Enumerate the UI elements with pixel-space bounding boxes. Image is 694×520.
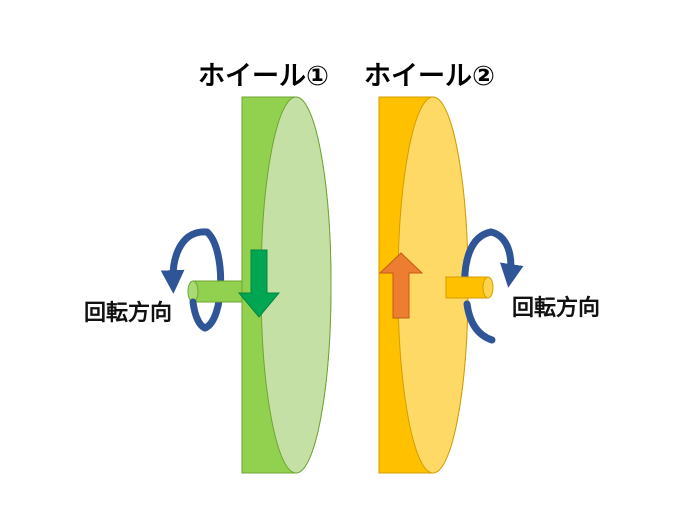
clockwise-arrow-icon [487, 228, 524, 288]
wheel-1-axle [187, 280, 244, 303]
wheel-1: ホイール① 回転方向 [84, 61, 332, 474]
wheel-1-rotation-label: 回転方向 [84, 300, 172, 326]
counterclockwise-arrow-icon [160, 228, 211, 294]
wheel-2-rotation-arc-front [463, 300, 496, 344]
wheel-1-title: ホイール① [198, 61, 329, 92]
wheel-2-title: ホイール② [364, 61, 495, 92]
up-arrow-icon [378, 252, 424, 319]
wheel-2-rotation-label: 回転方向 [512, 295, 600, 321]
down-arrow-icon [237, 249, 281, 318]
wheel-2: ホイール② 回転方向 [364, 61, 600, 474]
wheel-1-rotation-arc-front [189, 298, 209, 332]
wheel-1-disc [241, 96, 332, 474]
wheel-2-disc [378, 96, 469, 474]
wheel-1-rotation-arc-back [201, 228, 225, 332]
wheel-2-axle [445, 276, 494, 299]
